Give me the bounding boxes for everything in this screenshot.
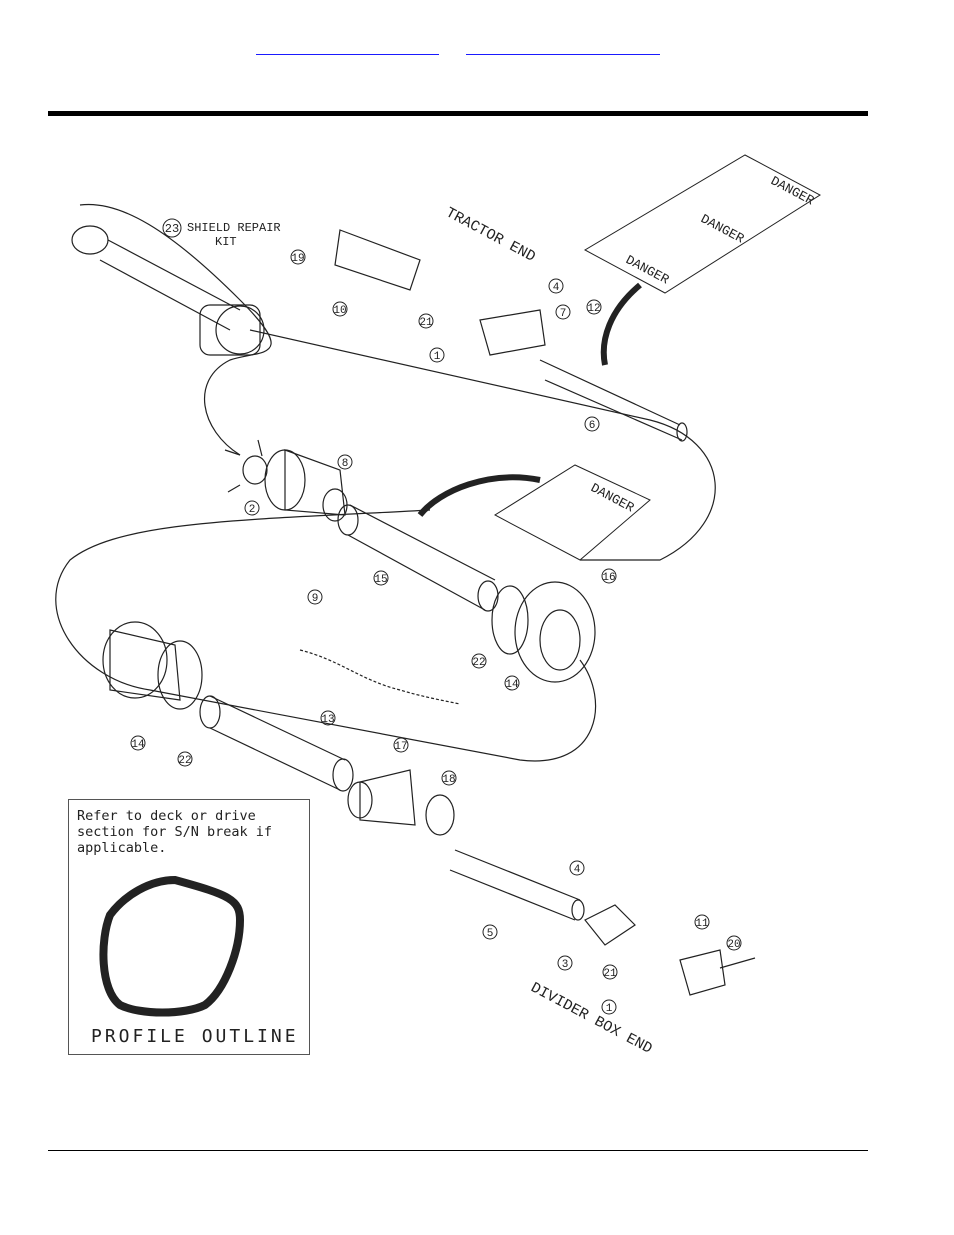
profile-note-box: Refer to deck or drive section for S/N b… bbox=[68, 799, 310, 1055]
svg-text:1: 1 bbox=[606, 1003, 613, 1015]
label-shield-repair-kit: SHIELD REPAIR bbox=[187, 221, 281, 235]
callout-16: 16 bbox=[601, 568, 617, 584]
svg-text:13: 13 bbox=[321, 714, 334, 726]
label-tractor-end: TRACTOR END bbox=[443, 204, 538, 266]
svg-text:10: 10 bbox=[333, 305, 346, 317]
callout-13: 13 bbox=[320, 710, 336, 726]
svg-text:12: 12 bbox=[587, 303, 600, 315]
callout-10: 10 bbox=[332, 301, 348, 317]
svg-text:8: 8 bbox=[342, 458, 349, 470]
callout-11: 11 bbox=[694, 914, 710, 930]
danger-decal-16: DANGER bbox=[493, 464, 651, 561]
callout-5: 5 bbox=[482, 924, 498, 940]
nav-link-right[interactable] bbox=[466, 38, 660, 55]
callout-7: 7 bbox=[555, 304, 571, 320]
callout-8: 8 bbox=[337, 454, 353, 470]
callout-19: 19 bbox=[290, 249, 306, 265]
callout-4b: 4 bbox=[569, 860, 585, 876]
footer-rule bbox=[48, 1150, 868, 1151]
bearing-ring-2 bbox=[224, 439, 268, 493]
svg-text:22: 22 bbox=[178, 755, 191, 767]
callout-22b: 22 bbox=[177, 751, 193, 767]
shield-cone-14-lower bbox=[102, 621, 203, 710]
svg-text:14: 14 bbox=[131, 739, 145, 751]
callout-9: 9 bbox=[307, 589, 323, 605]
callout-20: 20 bbox=[726, 935, 742, 951]
callout-14b: 14 bbox=[130, 735, 146, 751]
callout-21b: 21 bbox=[602, 964, 618, 980]
svg-text:11: 11 bbox=[695, 918, 709, 930]
callout-3: 3 bbox=[557, 955, 573, 971]
svg-text:16: 16 bbox=[602, 572, 615, 584]
bearing-ring-18 bbox=[425, 794, 455, 836]
svg-text:1: 1 bbox=[434, 351, 441, 363]
divider-box-yoke bbox=[584, 904, 756, 996]
decal-arrow-16 bbox=[417, 474, 541, 517]
tractor-yoke-shaft bbox=[71, 225, 265, 356]
svg-text:17: 17 bbox=[394, 741, 407, 753]
inner-tube-13 bbox=[199, 695, 354, 792]
callout-22: 22 bbox=[471, 653, 487, 669]
callout-2: 2 bbox=[244, 500, 260, 516]
profile-outline bbox=[99, 875, 245, 1017]
callout-12: 12 bbox=[586, 299, 602, 315]
tractor-yoke bbox=[334, 229, 546, 356]
nav-link-left[interactable] bbox=[256, 38, 439, 55]
svg-text:22: 22 bbox=[472, 657, 485, 669]
callout-23: 23 bbox=[162, 218, 182, 238]
danger-decal-12: DANGER DANGER DANGER bbox=[583, 154, 821, 294]
decal-arrow-12 bbox=[600, 282, 642, 366]
svg-text:3: 3 bbox=[562, 959, 569, 971]
svg-text:21: 21 bbox=[603, 968, 617, 980]
svg-text:6: 6 bbox=[589, 420, 596, 432]
svg-text:9: 9 bbox=[312, 593, 319, 605]
callout-17: 17 bbox=[393, 737, 409, 753]
outer-tube-15 bbox=[337, 504, 499, 612]
svg-text:14: 14 bbox=[505, 679, 519, 691]
svg-text:21: 21 bbox=[419, 317, 433, 329]
callout-18: 18 bbox=[441, 770, 457, 786]
leader-loop-16 bbox=[249, 329, 716, 561]
callout-21: 21 bbox=[418, 313, 434, 329]
svg-text:15: 15 bbox=[374, 574, 387, 586]
outer-shaft-6 bbox=[539, 359, 688, 442]
callout-1b: 1 bbox=[601, 999, 617, 1015]
label-shield-repair-kit-line2: KIT bbox=[215, 235, 237, 249]
callout-15: 15 bbox=[373, 570, 389, 586]
label-divider-box-end: DIVIDER BOX END bbox=[528, 979, 655, 1057]
svg-text:18: 18 bbox=[442, 774, 455, 786]
svg-text:4: 4 bbox=[553, 282, 560, 294]
safety-chain-9 bbox=[299, 649, 461, 705]
shield-cone-8 bbox=[264, 449, 348, 522]
inner-shaft-5 bbox=[449, 849, 585, 921]
profile-outline-label: PROFILE OUTLINE bbox=[91, 1026, 299, 1047]
leader-loop-23 bbox=[79, 203, 272, 456]
svg-text:5: 5 bbox=[487, 928, 494, 940]
callout-1: 1 bbox=[429, 347, 445, 363]
svg-text:2: 2 bbox=[249, 504, 256, 516]
svg-text:4: 4 bbox=[574, 864, 581, 876]
note-text: Refer to deck or drive section for S/N b… bbox=[77, 808, 273, 856]
header-rule bbox=[48, 111, 868, 116]
shield-cone-17 bbox=[347, 769, 416, 826]
leader-loop-14 bbox=[55, 509, 597, 762]
shield-cone-14-upper bbox=[491, 581, 596, 683]
svg-text:20: 20 bbox=[727, 939, 740, 951]
callout-14: 14 bbox=[504, 675, 520, 691]
svg-text:23: 23 bbox=[165, 222, 179, 236]
callout-4: 4 bbox=[548, 278, 564, 294]
callout-6: 6 bbox=[584, 416, 600, 432]
svg-text:19: 19 bbox=[291, 253, 304, 265]
svg-text:7: 7 bbox=[560, 308, 567, 320]
